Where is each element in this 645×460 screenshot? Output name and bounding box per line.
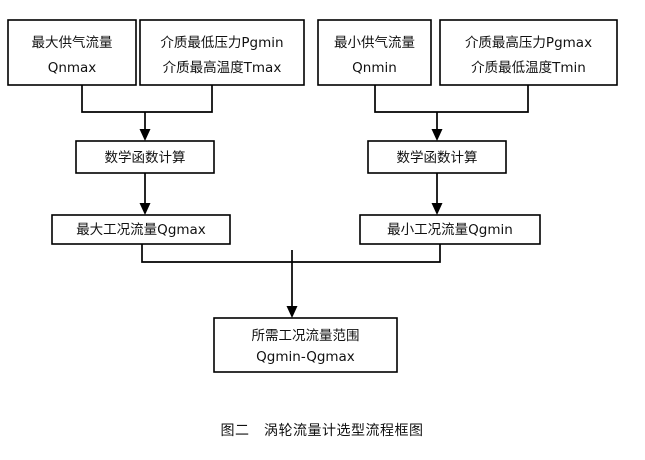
arrow-head-to-n7 (139, 203, 151, 215)
node-min-supply-flow[interactable]: 最小供气流量 Qnmin (317, 19, 432, 86)
node-line-2: Qgmin-Qgmax (256, 349, 355, 365)
edge-n7-n8-to-n9 (141, 244, 441, 263)
node-line-2: 介质最高温度Tmax (163, 59, 282, 76)
edge-n1-n2-to-n5 (81, 85, 213, 113)
arrow-head-to-n9 (286, 306, 298, 318)
edge-group-left-straight (139, 173, 151, 215)
node-box (139, 19, 305, 86)
arrow-head-to-n8 (431, 203, 443, 215)
node-line-2: 介质最低温度Tmin (471, 60, 586, 76)
node-math-function-calc-left[interactable]: 数学函数计算 (75, 140, 215, 174)
node-line-1: 数学函数计算 (397, 150, 478, 166)
node-max-pressure-min-temp[interactable]: 介质最高压力Pgmax 介质最低温度Tmin (439, 19, 618, 86)
arrow-head-to-n5 (139, 129, 151, 141)
figure-caption: 图二 涡轮流量计选型流程框图 (221, 423, 424, 439)
edge-group-left-merge (81, 85, 213, 141)
node-line-1: 所需工况流量范围 (252, 328, 360, 344)
node-line-1: 数学函数计算 (105, 150, 186, 166)
node-box (359, 214, 541, 245)
arrow-head-to-n6 (431, 129, 443, 141)
edge-group-bottom-merge (141, 244, 441, 318)
node-required-flow-range[interactable]: 所需工况流量范围 Qgmin-Qgmax (213, 317, 398, 373)
edge-group-right-straight (431, 173, 443, 215)
node-max-supply-flow[interactable]: 最大供气流量 Qnmax (7, 19, 137, 86)
node-box (367, 140, 507, 174)
node-box (75, 140, 215, 174)
node-box (51, 214, 231, 245)
node-line-1: 最小供气流量 (334, 35, 415, 51)
node-line-1: 介质最低压力Pgmin (160, 35, 283, 51)
node-box (439, 19, 618, 86)
node-line-1: 最大工况流量Qgmax (76, 222, 206, 238)
node-line-1: 介质最高压力Pgmax (465, 34, 592, 51)
node-line-2: Qnmax (48, 60, 97, 76)
edge-group-right-merge (374, 85, 529, 141)
node-box (7, 19, 137, 86)
node-line-2: Qnmin (352, 60, 397, 76)
node-min-working-flow[interactable]: 最小工况流量Qgmin (359, 214, 541, 245)
node-line-1: 最小工况流量Qgmin (387, 222, 513, 238)
node-box (213, 317, 398, 373)
node-box (317, 19, 432, 86)
node-max-working-flow[interactable]: 最大工况流量Qgmax (51, 214, 231, 245)
node-min-pressure-max-temp[interactable]: 介质最低压力Pgmin 介质最高温度Tmax (139, 19, 305, 86)
edge-n3-n4-to-n6 (374, 85, 529, 113)
node-line-1: 最大供气流量 (32, 35, 113, 51)
node-math-function-calc-right[interactable]: 数学函数计算 (367, 140, 507, 174)
